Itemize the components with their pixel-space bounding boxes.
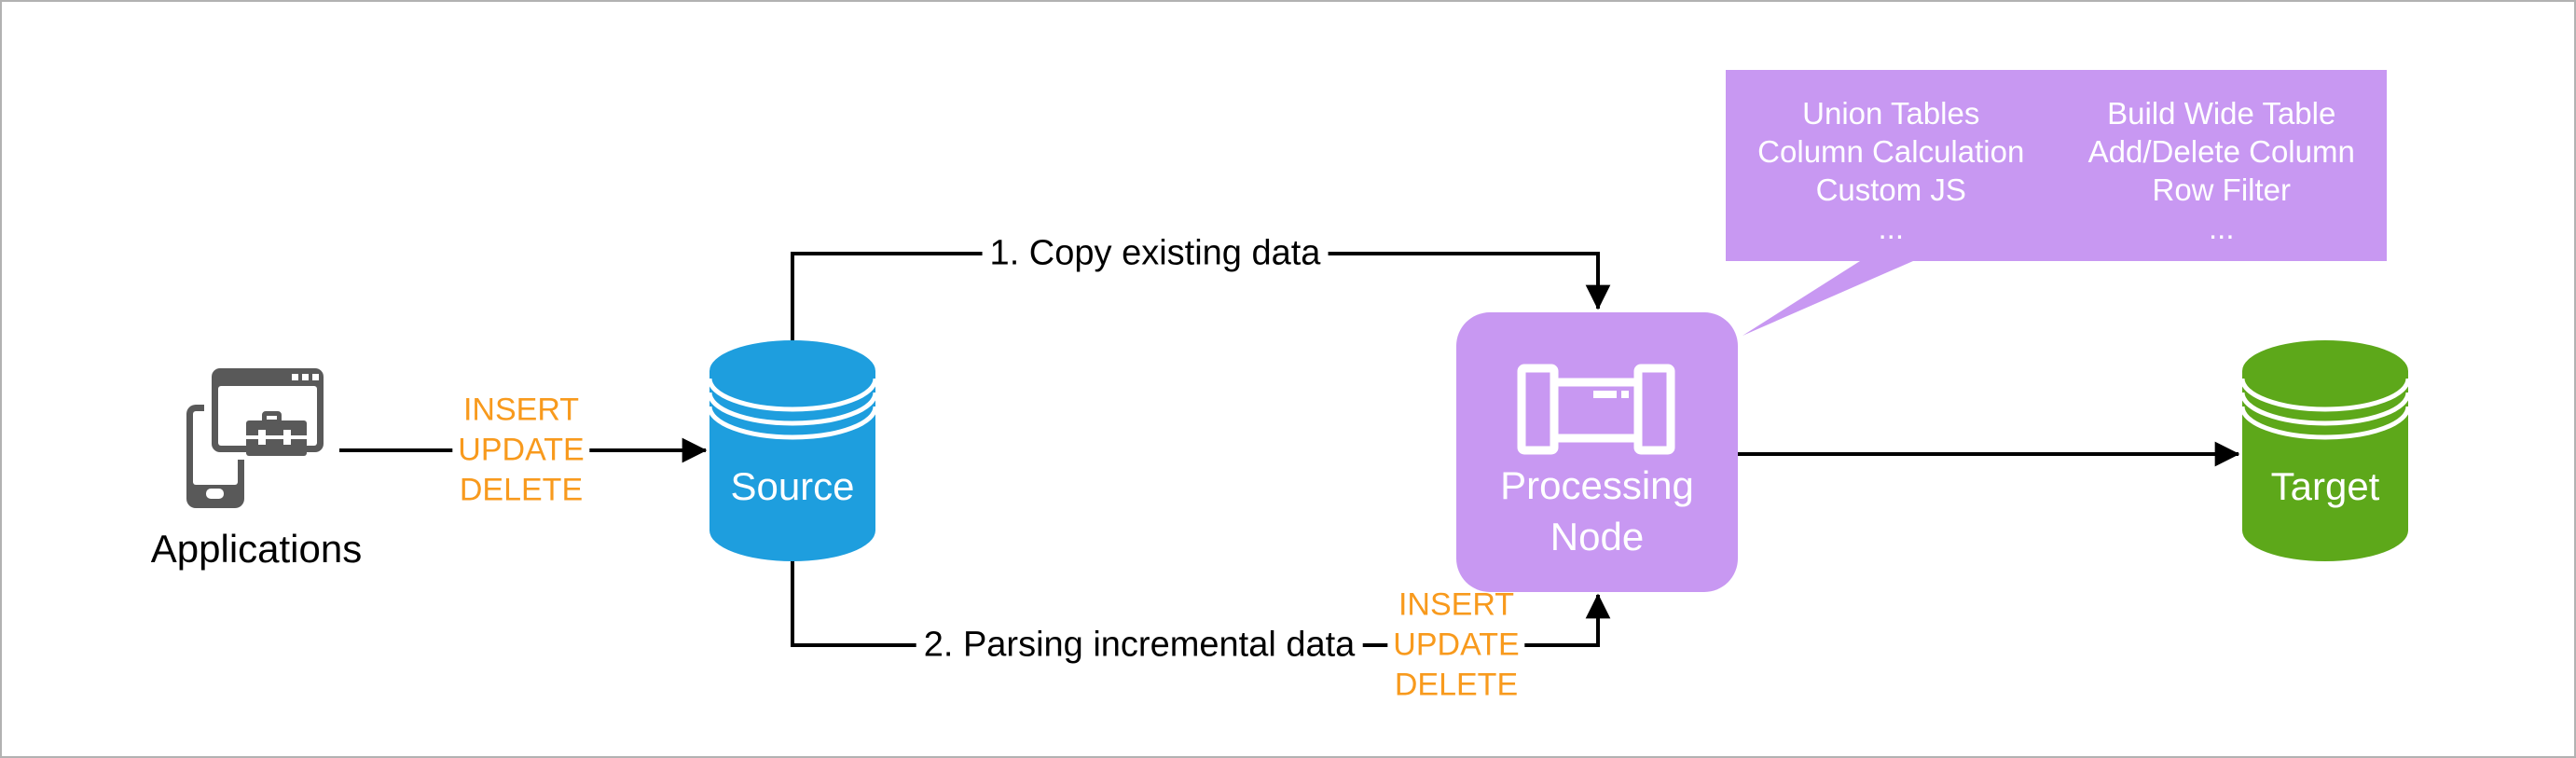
database-cylinder-icon [2242,340,2408,561]
crud-label-app-to-source: INSERT UPDATE DELETE [452,388,590,513]
phone-home-button-icon [206,489,224,499]
copy-existing-data-label: 1. Copy existing data [982,231,1329,276]
database-cylinder-icon [709,340,875,561]
browser-window-dot-icon [302,374,309,380]
processing-node-label: Processing Node [1500,463,1694,558]
processing-callout-bubble: Union Tables Column Calculation Custom J… [1726,70,2387,261]
callout-left-column: Union Tables Column Calculation Custom J… [1757,96,2025,245]
pipeline-segment-icon [1517,364,1675,455]
applications-label: Applications [150,527,363,571]
applications-browser-icon [212,368,324,456]
target-label: Target [2270,464,2380,508]
crud-label-to-processing: INSERT UPDATE DELETE [1387,583,1525,708]
browser-window-dot-icon [312,374,319,380]
browser-content [218,386,317,456]
callout-tail [1743,261,1913,336]
processing-node: Processing Node [1456,312,1738,592]
browser-window-dot-icon [292,374,298,380]
source-node: Source [709,340,875,561]
target-node: Target [2242,340,2408,561]
parsing-incremental-data-label: 2. Parsing incremental data [916,623,1363,668]
source-label: Source [730,464,855,508]
toolbox-icon [246,411,307,456]
callout-right-column: Build Wide Table Add/Delete Column Row F… [2087,96,2355,245]
